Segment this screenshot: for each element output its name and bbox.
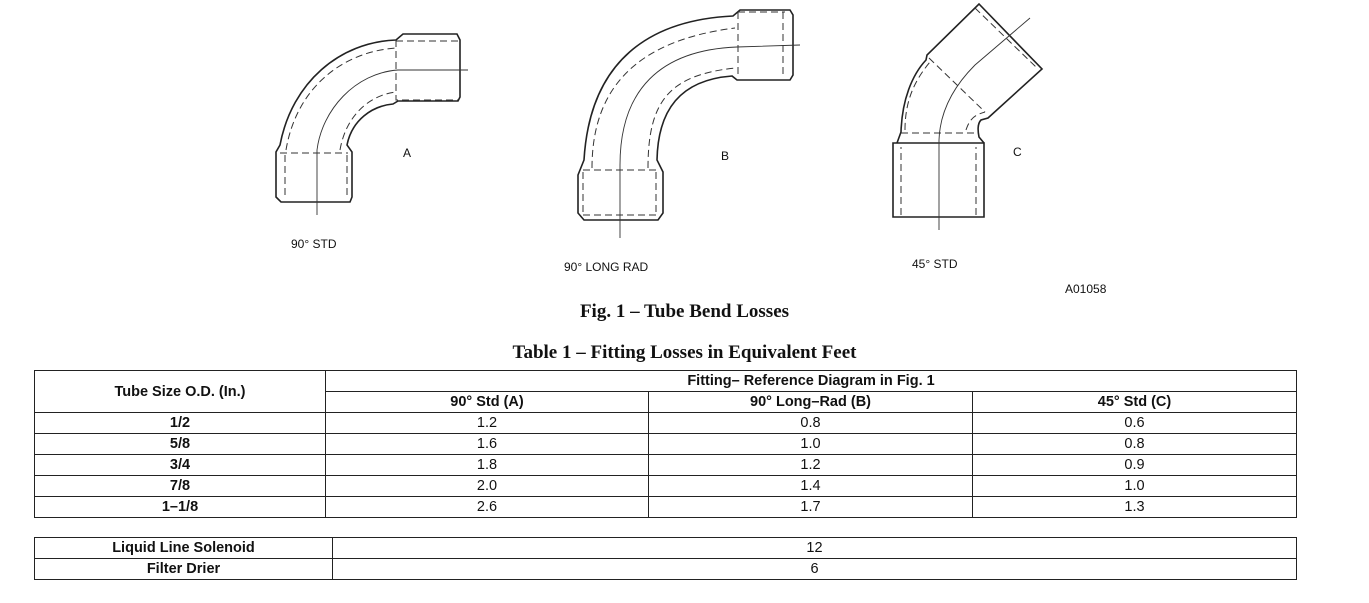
fitting-losses-table: Tube Size O.D. (In.) Fitting– Reference … (34, 370, 1298, 518)
value-cell: 0.9 (971, 454, 1298, 476)
diagram-label-b: B (721, 149, 730, 163)
value-cell: 12 (332, 537, 1297, 559)
value-cell: 1.2 (325, 412, 649, 434)
diagram-name-b: 90° LONG RAD (564, 260, 649, 274)
header-90-long-rad: 90° Long–Rad (B) (648, 391, 973, 413)
header-tube-size: Tube Size O.D. (In.) (34, 370, 326, 413)
tube-bend-diagrams (275, 2, 1044, 238)
value-cell: 2.0 (325, 475, 649, 497)
value-cell: 1.2 (648, 454, 973, 476)
figure-caption: Fig. 1 – Tube Bend Losses (579, 301, 790, 322)
bend-diagram-b (577, 9, 801, 238)
value-cell: 1.7 (648, 496, 973, 518)
value-cell: 0.8 (971, 433, 1298, 455)
value-cell: 1.0 (971, 475, 1298, 497)
value-cell: 6 (332, 558, 1297, 580)
accessory-name-cell: Filter Drier (34, 558, 333, 580)
diagram-name-a: 90° STD (291, 237, 337, 251)
value-cell: 1.6 (325, 433, 649, 455)
header-90-std: 90° Std (A) (325, 391, 649, 413)
value-cell: 1.3 (971, 496, 1298, 518)
diagram-name-c: 45° STD (912, 257, 958, 271)
header-fitting-group: Fitting– Reference Diagram in Fig. 1 (324, 370, 1298, 392)
bend-diagram-c (892, 2, 1044, 230)
accessory-name-cell: Liquid Line Solenoid (34, 537, 333, 559)
tube-size-cell: 7/8 (34, 475, 326, 497)
value-cell: 0.8 (648, 412, 973, 434)
tube-size-cell: 5/8 (34, 433, 326, 455)
table-header-row: Tube Size O.D. (In.) Fitting– Reference … (34, 370, 1298, 413)
value-cell: 1.8 (325, 454, 649, 476)
value-cell: 1.4 (648, 475, 973, 497)
table-title: Table 1 – Fitting Losses in Equivalent F… (512, 342, 857, 363)
diagram-label-a: A (403, 146, 412, 160)
tube-size-cell: 1/2 (34, 412, 326, 434)
value-cell: 1.0 (648, 433, 973, 455)
diagram-label-c: C (1013, 145, 1022, 159)
value-cell: 2.6 (325, 496, 649, 518)
bend-diagram-a (275, 33, 468, 215)
tube-size-cell: 1–1/8 (34, 496, 326, 518)
header-45-std: 45° Std (C) (971, 391, 1298, 413)
figure-code: A01058 (1065, 282, 1107, 296)
value-cell: 0.6 (971, 412, 1298, 434)
tube-size-cell: 3/4 (34, 454, 326, 476)
